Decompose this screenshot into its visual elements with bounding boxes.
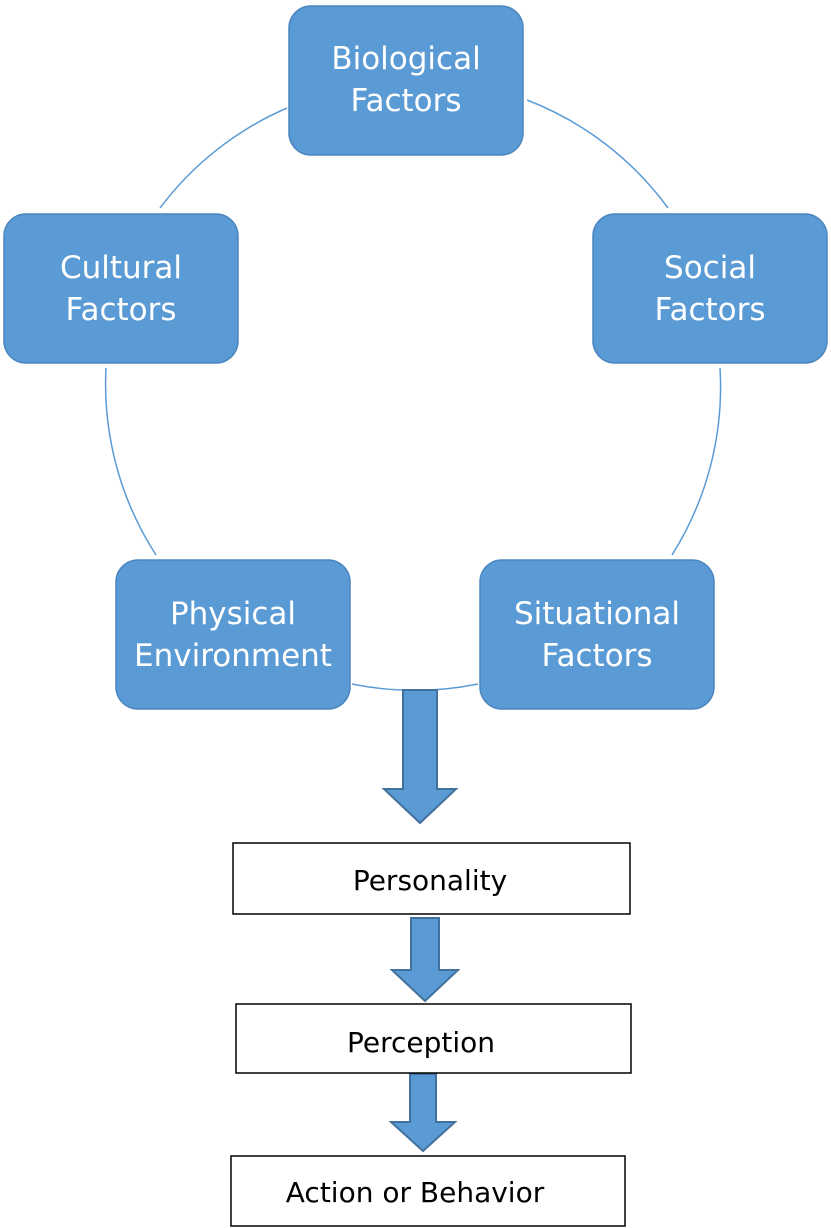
factor-node-biological: Biological Factors	[288, 5, 524, 156]
biological-line1: Biological	[331, 41, 480, 77]
arrow-down-icon	[381, 689, 459, 825]
biological-line2: Factors	[350, 83, 461, 119]
stage-box-action: Action or Behavior	[230, 1155, 626, 1227]
cultural-line2: Factors	[65, 292, 176, 328]
connector-cultural-biological	[159, 107, 288, 209]
stage-box-perception: Perception	[235, 1003, 632, 1074]
perception-label: Perception	[347, 1026, 495, 1059]
situational-line2: Factors	[541, 638, 652, 674]
situational-line1: Situational	[514, 596, 680, 632]
connector-physical-cultural	[104, 367, 157, 556]
action-label: Action or Behavior	[286, 1176, 545, 1209]
factor-node-physical: Physical Environment	[115, 559, 351, 710]
connector-social-situational	[671, 367, 722, 556]
social-line1: Social	[664, 250, 756, 286]
factor-node-social: Social Factors	[592, 213, 828, 364]
cycle-connectors	[104, 99, 722, 692]
connector-biological-social	[526, 99, 669, 209]
cultural-line1: Cultural	[60, 250, 182, 286]
arrow-down-icon	[388, 1073, 458, 1153]
physical-line1: Physical	[170, 596, 296, 632]
factor-node-cultural: Cultural Factors	[3, 213, 239, 364]
arrow-down-icon	[389, 917, 461, 1003]
factor-node-situational: Situational Factors	[479, 559, 715, 710]
personality-label: Personality	[353, 864, 507, 897]
physical-line2: Environment	[134, 638, 332, 674]
social-line2: Factors	[654, 292, 765, 328]
stage-box-personality: Personality	[232, 842, 631, 915]
